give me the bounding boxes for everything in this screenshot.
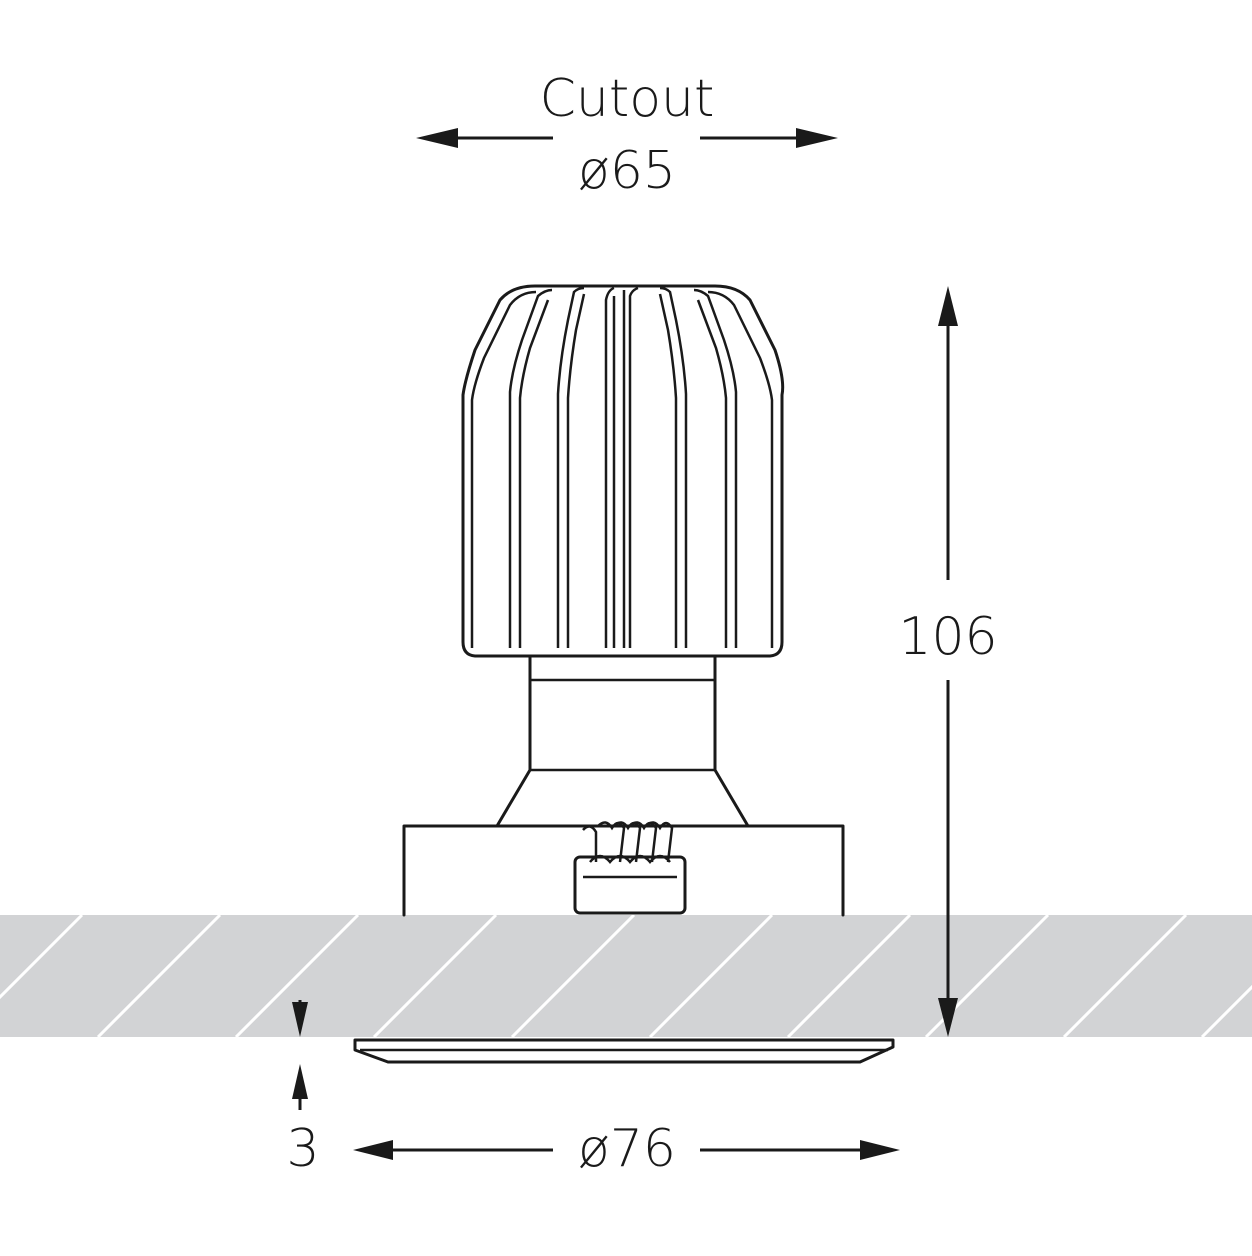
- heatsink: [461, 284, 785, 658]
- cutout-dimension: Cutout ø65: [416, 69, 838, 201]
- spring-clip: [573, 821, 687, 915]
- bezel-diameter-dimension: ø76: [353, 1119, 900, 1179]
- ceiling-hatch: [0, 915, 1252, 1037]
- ceiling-section: [0, 915, 1252, 1037]
- cutout-title: Cutout: [540, 69, 715, 129]
- lamp-body: [495, 654, 750, 828]
- right-arrow-icon: [860, 1140, 900, 1160]
- bezel-diameter-label: ø76: [578, 1119, 676, 1179]
- height-label: 106: [898, 607, 997, 667]
- right-arrow-icon: [796, 128, 838, 148]
- left-arrow-icon: [353, 1140, 393, 1160]
- ceiling-band: [0, 915, 1252, 1037]
- down-arrow-icon: [938, 998, 958, 1037]
- cutout-diameter-label: ø65: [578, 141, 676, 201]
- left-arrow-icon: [416, 128, 458, 148]
- height-dimension: 106: [898, 286, 998, 1037]
- up-arrow-icon: [292, 1064, 308, 1099]
- down-arrow-icon: [292, 1002, 308, 1037]
- up-arrow-icon: [938, 286, 958, 326]
- thickness-dimension: 3: [286, 1000, 320, 1179]
- bezel: [353, 1038, 895, 1064]
- thickness-label: 3: [286, 1119, 319, 1179]
